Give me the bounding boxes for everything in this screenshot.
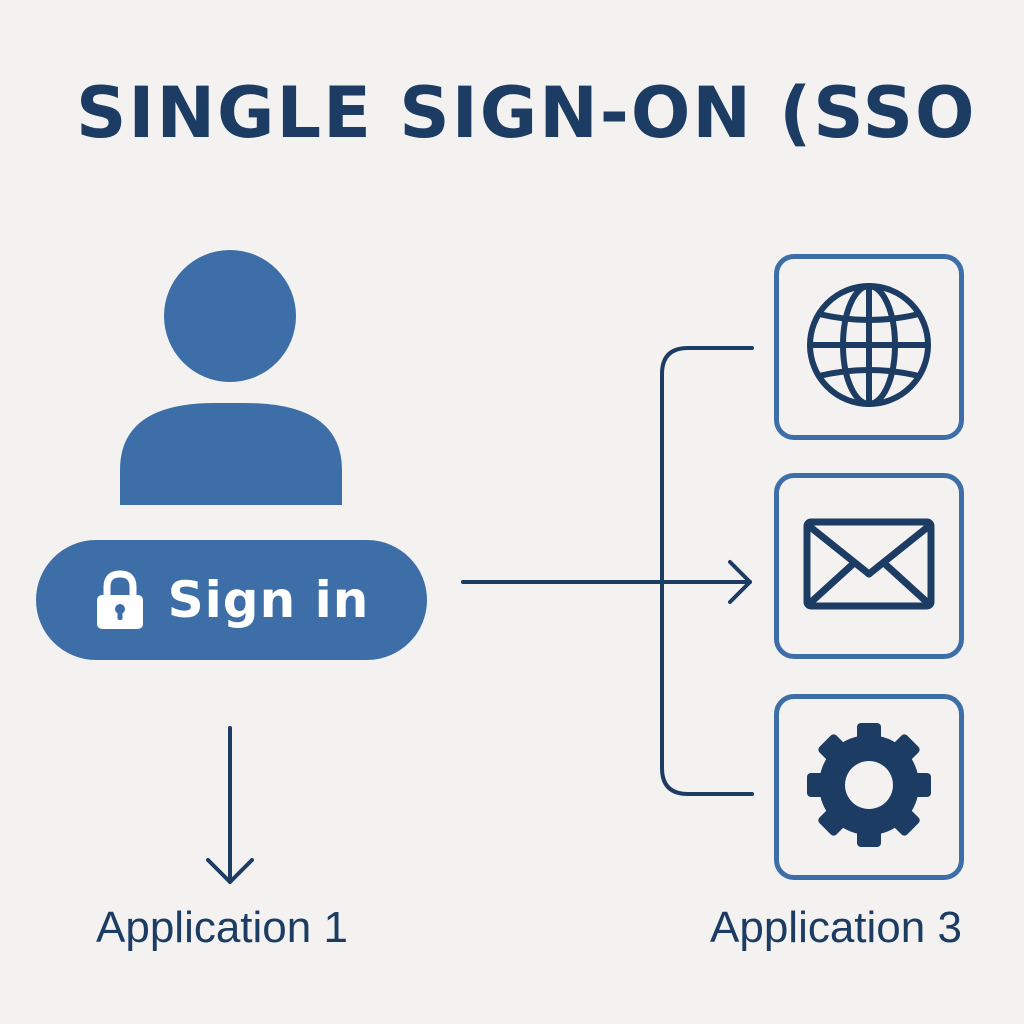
app-mail[interactable] (774, 473, 964, 659)
app-settings[interactable] (774, 694, 964, 880)
lock-icon (94, 569, 146, 631)
bracket-connector (660, 346, 754, 796)
right-arrow (461, 560, 752, 604)
sign-in-label: Sign in (167, 571, 370, 629)
user-icon (120, 250, 342, 505)
down-arrow (206, 726, 254, 884)
sign-in-button[interactable]: Sign in (36, 540, 427, 660)
app-globe[interactable] (774, 254, 964, 440)
globe-icon (805, 281, 933, 413)
page-title: SINGLE SIGN-ON (SSO (76, 72, 977, 154)
application-1-label: Application 1 (96, 903, 348, 952)
envelope-icon (803, 518, 935, 614)
gear-icon (803, 719, 935, 855)
application-3-label: Application 3 (710, 903, 962, 952)
